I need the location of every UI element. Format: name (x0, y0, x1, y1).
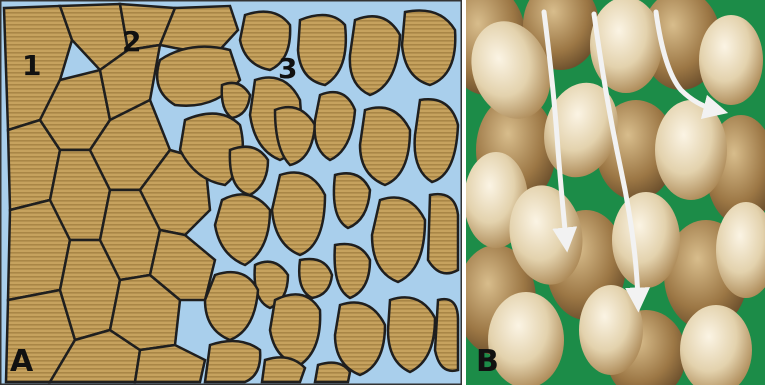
panel-b-illustration (466, 0, 765, 385)
grain-label-2: 2 (122, 28, 141, 56)
panel-b-fluid-flow: B (466, 0, 765, 385)
grain-field-b (466, 0, 765, 385)
panel-a-illustration (0, 0, 462, 385)
panel-label-b: B (476, 347, 499, 377)
grain-label-1: 1 (22, 52, 41, 80)
grain-label-3: 3 (278, 55, 297, 83)
panel-label-a: A (10, 347, 33, 377)
panel-a-cemented-grains: 1 2 3 A (0, 0, 462, 385)
